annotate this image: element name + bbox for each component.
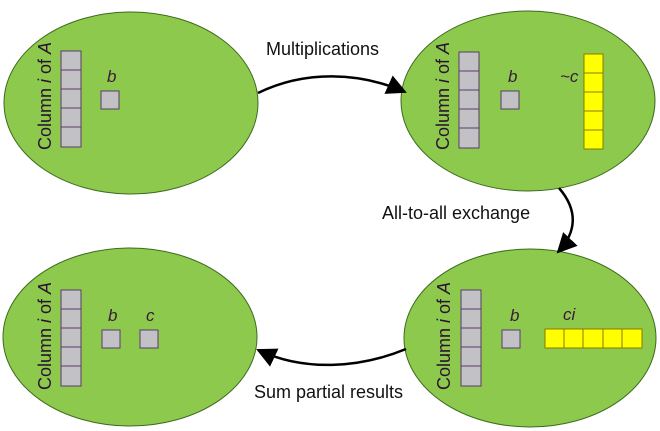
column-label: Column i of A: [433, 42, 453, 150]
c-cell: [583, 53, 604, 74]
b-label: b: [107, 67, 116, 86]
column-cell: [458, 127, 480, 149]
column-cell: [458, 70, 480, 91]
c-cell: [582, 328, 604, 349]
column-label: Column i of A: [35, 42, 55, 150]
column-cell: [458, 89, 480, 110]
node-bottom-right: Column i of A b ci: [403, 248, 657, 428]
column-label: Column i of A: [434, 282, 454, 390]
node-bottom-left: Column i of A b c: [2, 247, 258, 427]
arrow-multiplications: Multiplications: [257, 39, 407, 95]
b-label: b: [508, 67, 517, 86]
arrow-all-to-all-line: [556, 187, 578, 254]
column-cell: [60, 308, 82, 329]
c-cell: [583, 72, 604, 93]
c-cell: [621, 328, 643, 349]
arrow-multiplications-label: Multiplications: [266, 39, 379, 59]
c-label: ~c: [560, 67, 579, 86]
c-cell: [583, 110, 604, 131]
column-cell: [460, 327, 482, 348]
column-cell: [60, 88, 82, 109]
b-label: b: [510, 306, 519, 325]
column-cell: [60, 289, 82, 310]
column-cell: [60, 365, 82, 387]
column-cell: [60, 107, 82, 128]
node-top-left: Column i of A b: [3, 11, 259, 195]
column-cell: [60, 327, 82, 348]
column-vector: [460, 289, 482, 387]
c-cell: [544, 328, 565, 349]
column-vector: [60, 50, 82, 148]
b-cell: [501, 329, 521, 349]
c-cell: [563, 328, 584, 349]
column-cell: [60, 50, 82, 71]
b-cell: [100, 90, 120, 110]
column-cell: [460, 346, 482, 367]
column-cell: [458, 51, 480, 72]
column-vector: [458, 51, 480, 149]
column-cell: [460, 308, 482, 329]
arrow-sum-partial-label: Sum partial results: [254, 382, 403, 402]
b-cell: [101, 329, 121, 349]
c-label: ci: [563, 305, 577, 324]
arrow-all-to-all: All-to-all exchange: [382, 187, 578, 254]
c-cell: [583, 129, 604, 150]
c-cell: [602, 328, 623, 349]
node-top-right: Column i of A b ~c: [400, 10, 656, 192]
b-label: b: [108, 306, 117, 325]
arrow-all-to-all-label: All-to-all exchange: [382, 203, 530, 223]
column-cell: [460, 365, 482, 387]
c-cell: [139, 329, 159, 349]
column-vector: [60, 289, 82, 387]
column-cell: [60, 346, 82, 367]
c-cell: [583, 91, 604, 112]
arrow-multiplications-line: [257, 75, 407, 95]
arrow-sum-partial: Sum partial results: [254, 347, 407, 402]
column-cell: [460, 289, 482, 310]
b-cell: [500, 90, 520, 110]
column-cell: [60, 126, 82, 148]
c-label: c: [146, 306, 155, 325]
column-cell: [60, 69, 82, 90]
column-cell: [458, 108, 480, 129]
c-row-vector: [544, 328, 643, 349]
c-column-vector: [583, 53, 604, 150]
column-label: Column i of A: [35, 282, 55, 390]
arrow-sum-partial-line: [256, 347, 407, 367]
